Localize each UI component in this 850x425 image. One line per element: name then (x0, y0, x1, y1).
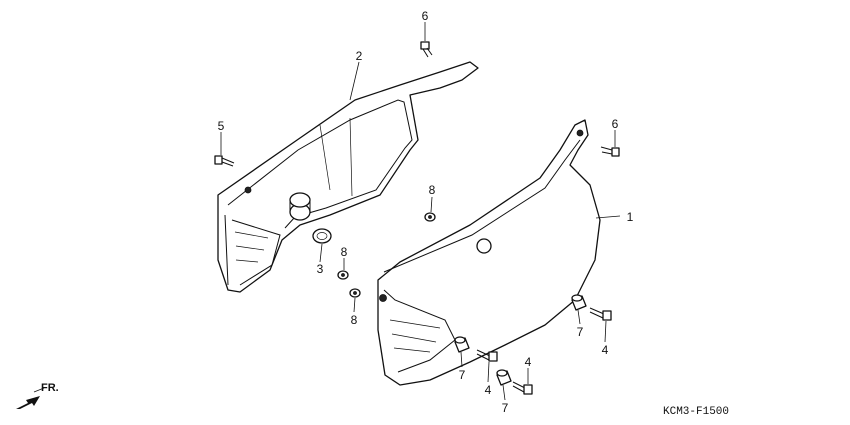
callout-4-right: 4 (602, 343, 609, 357)
grommet (312, 228, 332, 244)
diagram-code: KCM3-F1500 (663, 406, 729, 418)
washer-8-upper (424, 212, 436, 222)
callout-4-bottom: 4 (525, 355, 532, 369)
callout-8-middle: 8 (341, 245, 348, 259)
front-direction-arrow-icon (16, 387, 45, 409)
callout-2: 2 (356, 49, 363, 63)
bolt-6-top (420, 41, 433, 58)
callout-6-right: 6 (612, 117, 619, 131)
leader-lines (220, 22, 621, 401)
collar-7-b (454, 336, 470, 353)
callout-6-top: 6 (422, 9, 429, 23)
bolt-5 (214, 155, 235, 167)
callout-4-middle: 4 (485, 383, 492, 397)
collar-7-a (571, 294, 587, 311)
callout-1: 1 (627, 210, 634, 224)
left-side-cover (217, 61, 479, 293)
callout-7-middle: 7 (459, 368, 466, 382)
callout-8-upper: 8 (429, 183, 436, 197)
bolt-6-right (600, 146, 620, 157)
callout-3: 3 (317, 262, 324, 276)
bolt-4-b (476, 349, 498, 362)
bolt-4-c (512, 381, 533, 395)
washer-8-lower (349, 288, 361, 298)
washer-8-middle (337, 270, 349, 280)
collar-7-c (496, 369, 512, 386)
bolt-4-a (589, 307, 612, 321)
callout-7-right: 7 (577, 325, 584, 339)
right-side-cover (377, 119, 601, 386)
callout-7-bottom: 7 (502, 401, 509, 415)
callout-5: 5 (218, 119, 225, 133)
front-direction-label: FR. (41, 382, 59, 394)
callout-8-lower: 8 (351, 313, 358, 327)
